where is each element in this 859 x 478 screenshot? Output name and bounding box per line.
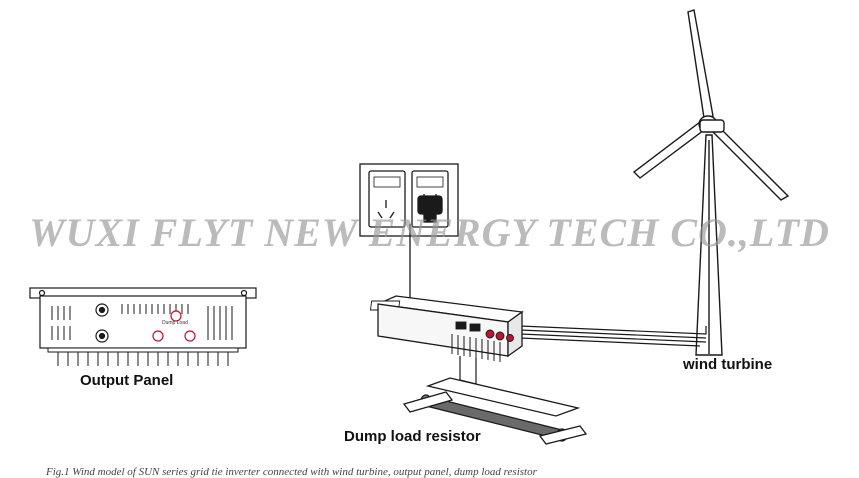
wind-turbine-label: wind turbine [683,356,773,373]
output-panel-dump-load-label: Dump Load [162,320,188,326]
inverter-unit [369,295,524,362]
figure-caption: Fig.1 Wind model of SUN series grid tie … [46,466,537,478]
output-panel-illustration [29,287,257,366]
turbine-blade-left [632,120,705,179]
resistor-foot-left [402,391,454,413]
turbine-nacelle [699,119,725,133]
turbine-blade-right [710,122,790,201]
resistor-cable [459,356,477,385]
watermark: WUXI FLYT NEW ENERGY TECH CO.,LTD [29,210,830,255]
inverter-side-face [507,310,523,358]
output-panel-body [39,295,247,349]
dump-load-resistor-label: Dump load resistor [344,428,481,445]
turbine-blade-up [687,9,714,119]
dump-load-resistor [402,377,588,445]
output-panel-terminal-top [170,310,182,322]
wind-turbine-illustration [632,9,790,356]
wall-outlet [359,163,459,237]
output-panel-label: Output Panel [80,372,174,389]
inverter-terminals [455,321,514,342]
output-panel-terminal-right [184,330,196,342]
turbine-cable [519,325,707,347]
output-panel-fins [47,347,239,366]
resistor-foot-right [538,425,588,445]
output-panel-vents [51,304,233,340]
output-panel-terminal-left [152,330,164,342]
inverter-heatsink [451,334,501,362]
resistor-bracket [425,377,581,417]
